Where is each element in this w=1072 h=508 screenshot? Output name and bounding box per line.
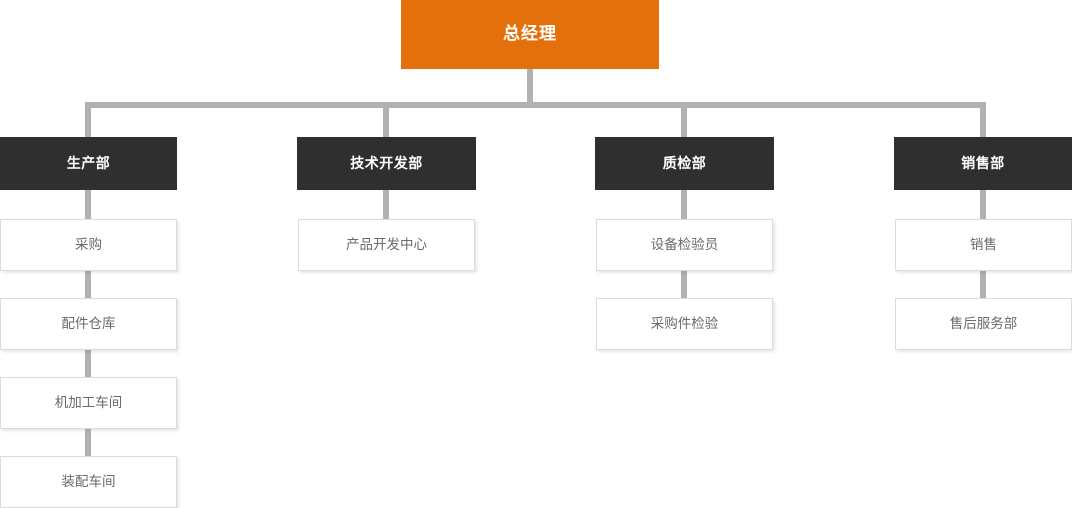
connector-col3-seg2 xyxy=(681,269,687,300)
connector-col1-seg3 xyxy=(85,348,91,379)
node-department-sales[interactable]: 销售部 xyxy=(894,137,1072,190)
connector-drop-dept-4 xyxy=(980,102,986,138)
node-department-quality-inspection-label: 质检部 xyxy=(662,155,707,172)
connector-col2-seg1 xyxy=(383,190,389,222)
node-sub-parts-warehouse[interactable]: 配件仓库 xyxy=(0,298,177,350)
connector-col1-seg2 xyxy=(85,269,91,300)
node-sub-sales[interactable]: 销售 xyxy=(895,219,1072,271)
node-department-tech-development[interactable]: 技术开发部 xyxy=(297,137,476,190)
connector-main-bus xyxy=(85,102,986,108)
connector-drop-dept-2 xyxy=(383,102,389,138)
connector-root-stem xyxy=(527,69,533,105)
node-sub-machining-workshop[interactable]: 机加工车间 xyxy=(0,377,177,429)
node-sub-equipment-inspector-label: 设备检验员 xyxy=(650,236,719,252)
node-department-tech-development-label: 技术开发部 xyxy=(350,155,423,172)
node-sub-parts-warehouse-label: 配件仓库 xyxy=(61,315,116,331)
node-sub-after-sales-service-label: 售后服务部 xyxy=(949,315,1018,331)
node-department-production[interactable]: 生产部 xyxy=(0,137,177,190)
node-sub-after-sales-service[interactable]: 售后服务部 xyxy=(895,298,1072,350)
connector-col1-seg4 xyxy=(85,427,91,458)
connector-drop-dept-1 xyxy=(85,102,91,138)
node-sub-assembly-workshop-label: 装配车间 xyxy=(61,473,116,489)
node-sub-purchased-parts-inspection[interactable]: 采购件检验 xyxy=(596,298,773,350)
connector-col1-seg1 xyxy=(85,190,91,222)
node-sub-purchased-parts-inspection-label: 采购件检验 xyxy=(650,315,719,331)
node-department-sales-label: 销售部 xyxy=(961,155,1005,172)
node-department-quality-inspection[interactable]: 质检部 xyxy=(595,137,774,190)
node-sub-product-development-center[interactable]: 产品开发中心 xyxy=(298,219,475,271)
node-sub-sales-label: 销售 xyxy=(970,236,997,252)
node-sub-equipment-inspector[interactable]: 设备检验员 xyxy=(596,219,773,271)
node-sub-assembly-workshop[interactable]: 装配车间 xyxy=(0,456,177,508)
connector-col4-seg2 xyxy=(980,269,986,300)
node-sub-procurement[interactable]: 采购 xyxy=(0,219,177,271)
node-sub-machining-workshop-label: 机加工车间 xyxy=(54,394,123,410)
node-sub-procurement-label: 采购 xyxy=(75,236,102,252)
connector-col3-seg1 xyxy=(681,190,687,222)
connector-drop-dept-3 xyxy=(681,102,687,138)
node-general-manager-label: 总经理 xyxy=(503,24,557,44)
node-department-production-label: 生产部 xyxy=(66,155,111,172)
node-general-manager[interactable]: 总经理 xyxy=(401,0,659,69)
connector-col4-seg1 xyxy=(980,190,986,222)
node-sub-product-development-center-label: 产品开发中心 xyxy=(346,236,427,252)
